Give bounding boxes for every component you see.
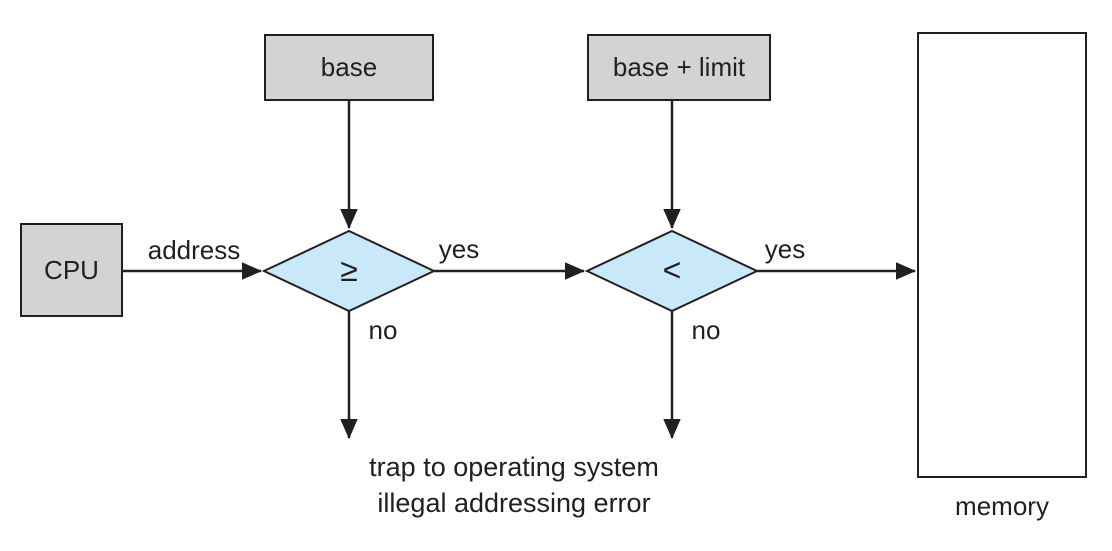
- memory-label: memory: [955, 490, 1049, 521]
- base-limit-register-label: base + limit: [612, 52, 746, 83]
- trap-message-line2: illegal addressing error: [377, 488, 651, 518]
- no-label-limit-check: no: [691, 314, 721, 345]
- limit-check-symbol: <: [662, 252, 682, 289]
- address-edge-label: address: [147, 234, 241, 265]
- no-label-base-check: no: [368, 314, 398, 345]
- yes-label-limit-check: yes: [764, 233, 806, 264]
- base-register-box: [264, 34, 434, 101]
- trap-message-line1: trap to operating system: [369, 452, 659, 482]
- base-register-label: base: [320, 52, 378, 83]
- base-limit-register-box: [587, 34, 771, 101]
- memory-box: [917, 32, 1087, 478]
- cpu-label: CPU: [44, 254, 99, 285]
- yes-label-base-check: yes: [438, 233, 480, 264]
- trap-message: trap to operating system illegal address…: [330, 449, 698, 521]
- base-check-symbol: ≥: [340, 252, 358, 289]
- cpu-box: [20, 223, 123, 317]
